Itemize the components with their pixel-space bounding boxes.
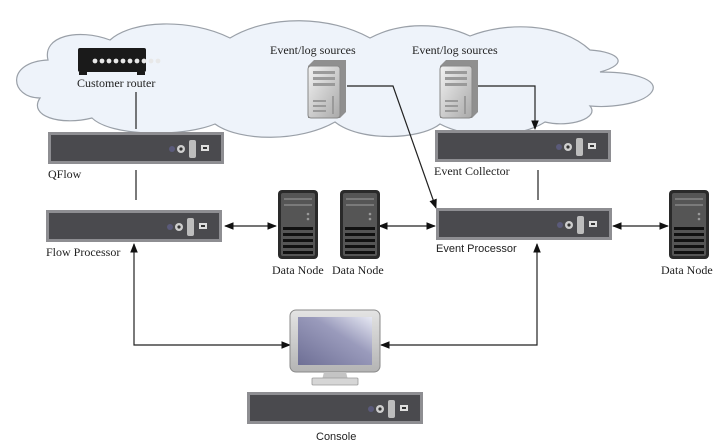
monitor-icon — [289, 309, 381, 386]
event-processor-label: Event Processor — [436, 243, 517, 255]
data-node-2: Data Node — [332, 190, 384, 277]
qflow: QFlow — [48, 132, 224, 181]
rack-appliance-icon — [247, 392, 423, 424]
customer-router: Customer router — [77, 48, 161, 90]
event-source-1: Event/log sources — [270, 43, 356, 119]
data-node-3-label: Data Node — [661, 263, 713, 277]
server-tower-icon — [307, 59, 347, 119]
console-label: Console — [316, 431, 356, 443]
data-node-3: Data Node — [661, 190, 713, 277]
rack-appliance-icon — [46, 210, 222, 242]
rack-appliance-icon — [436, 208, 612, 240]
connectors — [130, 85, 669, 349]
event-source-2-label: Event/log sources — [412, 43, 498, 57]
qflow-label: QFlow — [48, 167, 82, 181]
edge-console-flowprocessor — [130, 243, 291, 349]
flow-processor: Flow Processor — [46, 210, 222, 259]
tower-server-icon — [669, 190, 709, 259]
edge-source1-eventprocessor — [347, 85, 437, 209]
event-source-1-label: Event/log sources — [270, 43, 356, 57]
rack-appliance-icon — [48, 132, 224, 164]
event-source-2: Event/log sources — [412, 43, 498, 119]
customer-router-label: Customer router — [77, 76, 155, 90]
console: Console — [247, 309, 423, 443]
data-node-1-label: Data Node — [272, 263, 324, 277]
edge-console-eventprocessor — [380, 243, 541, 349]
edge-source2-eventcollector — [478, 85, 539, 130]
tower-server-icon — [278, 190, 318, 259]
router-icon — [78, 48, 161, 75]
event-processor: Event Processor — [436, 208, 612, 255]
rack-appliance-icon — [435, 130, 611, 162]
server-tower-icon — [439, 59, 479, 119]
flow-processor-label: Flow Processor — [46, 245, 120, 259]
tower-server-icon — [340, 190, 380, 259]
data-node-2-label: Data Node — [332, 263, 384, 277]
event-collector-label: Event Collector — [434, 164, 510, 178]
data-node-1: Data Node — [272, 190, 324, 277]
event-collector: Event Collector — [434, 130, 611, 178]
